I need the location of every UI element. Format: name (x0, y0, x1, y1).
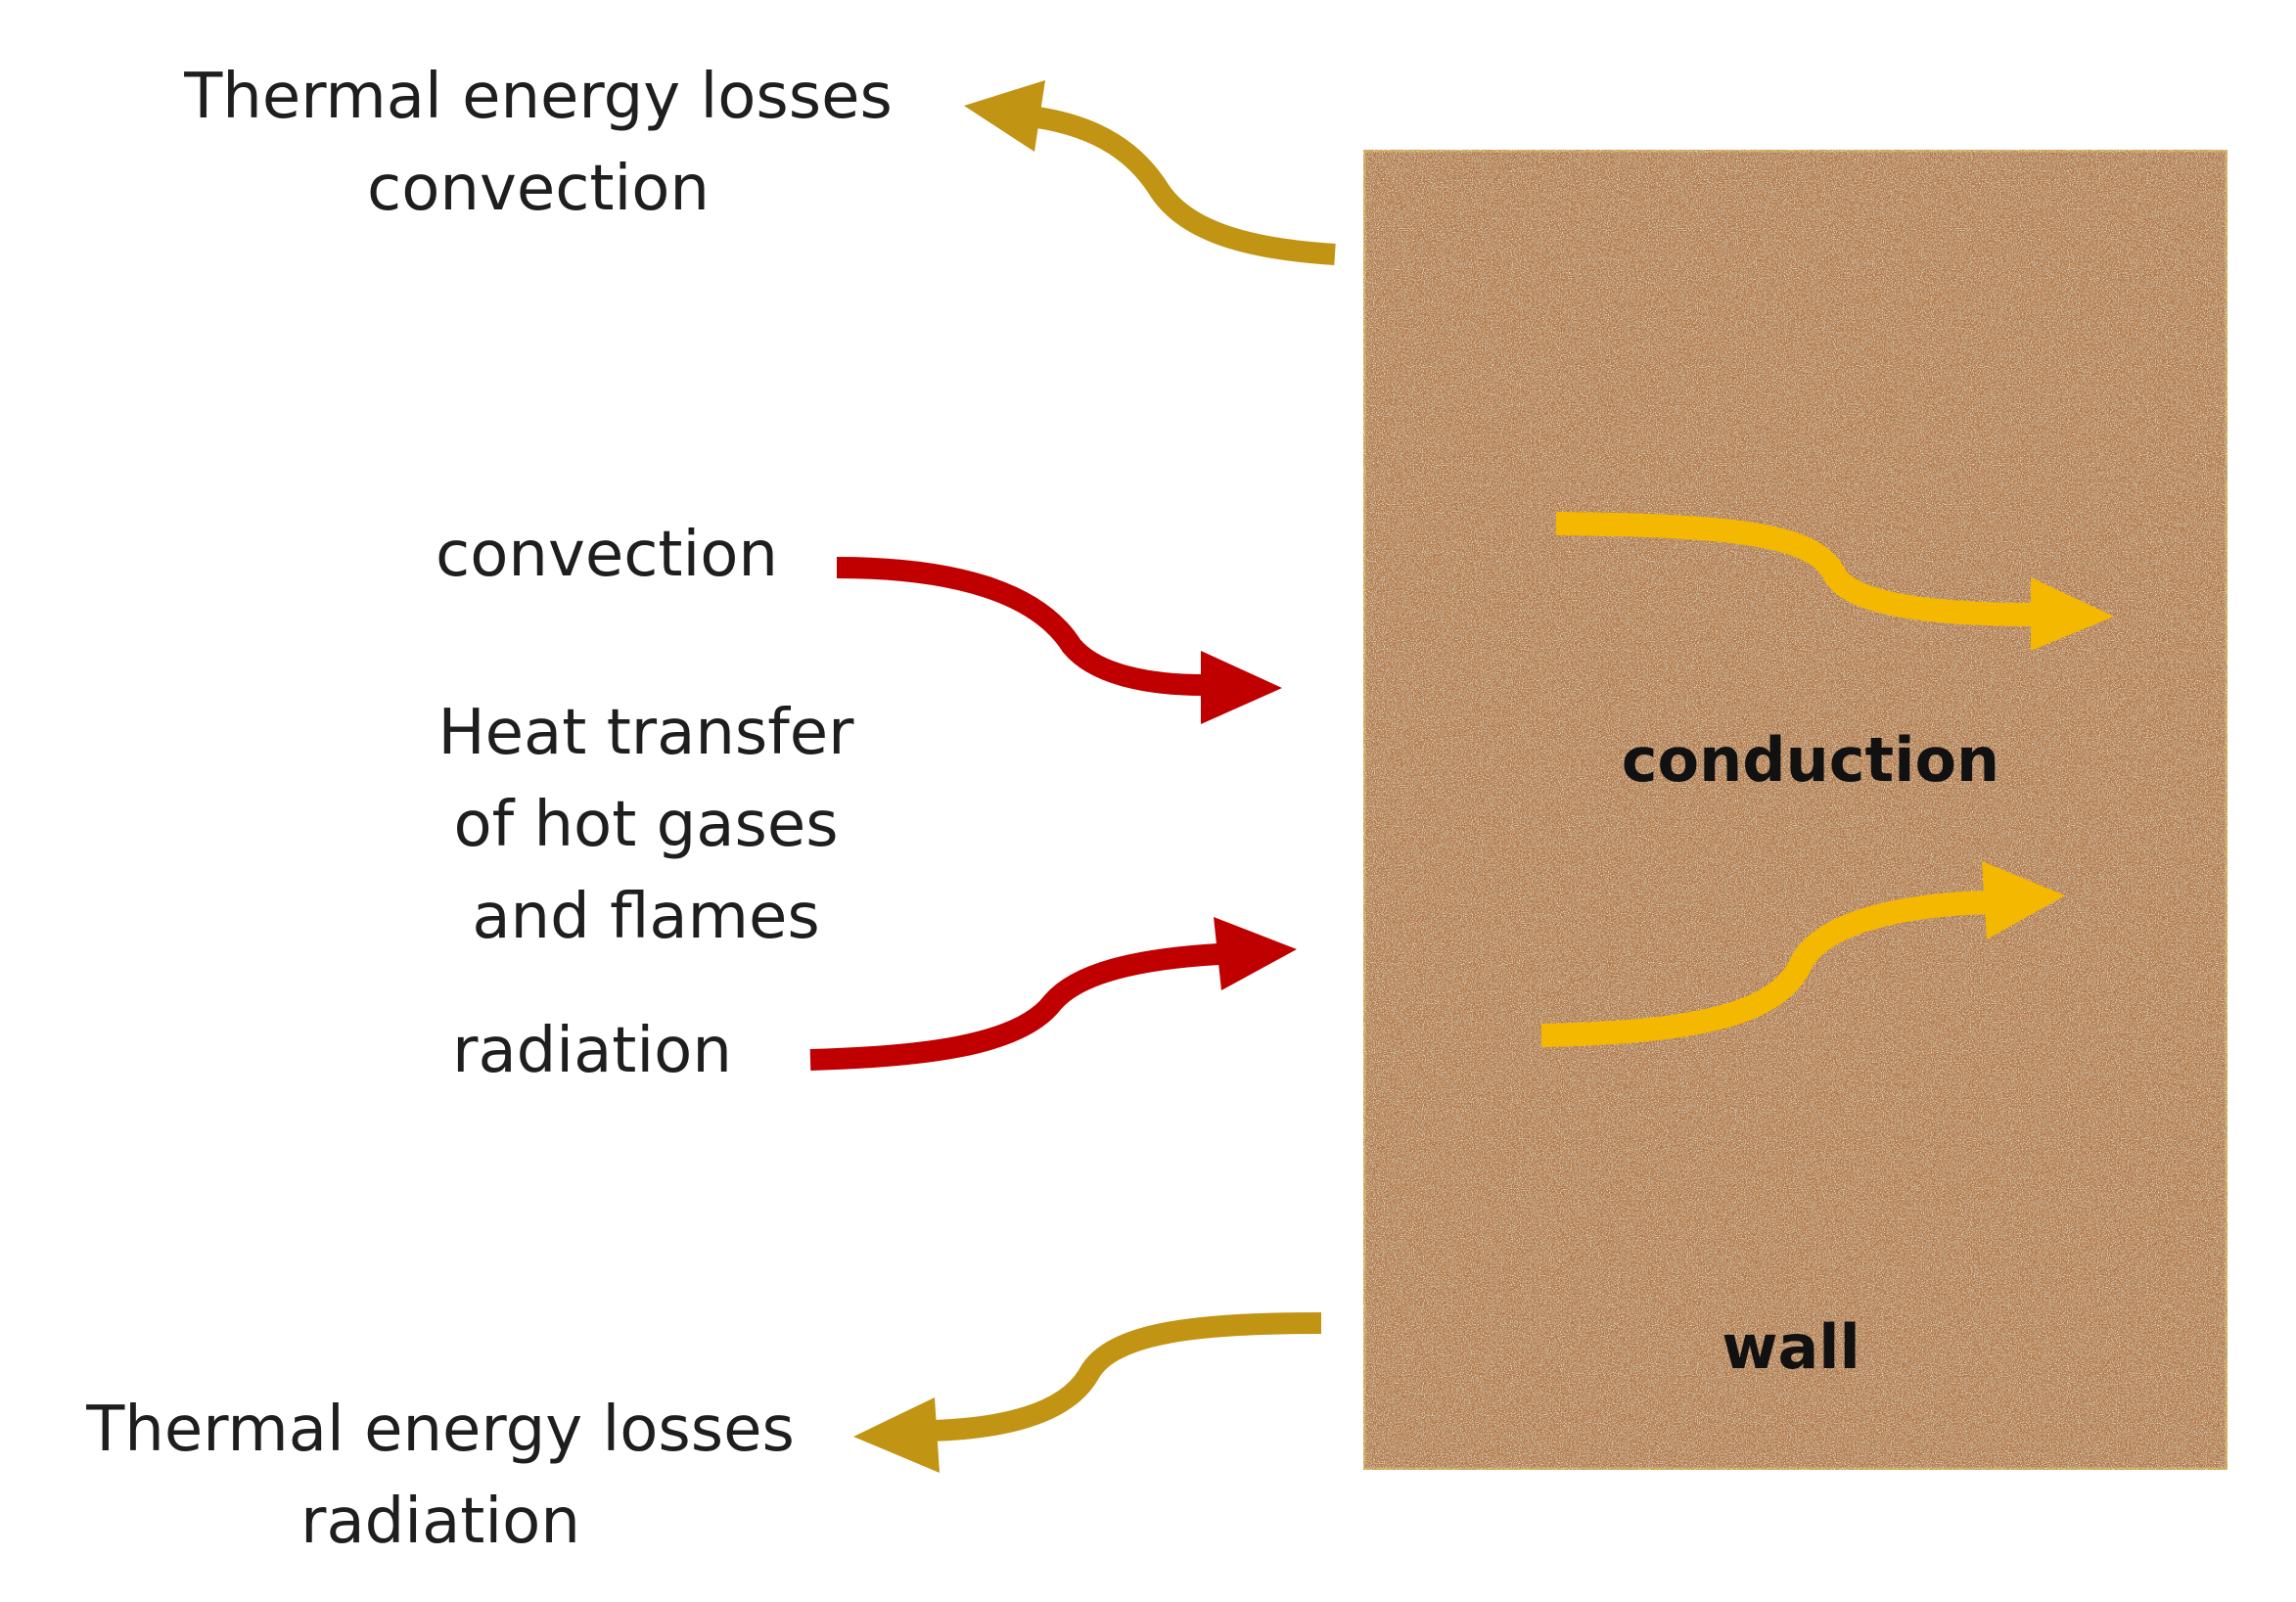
curved-arrow-right-down-icon (836, 557, 1282, 724)
curved-arrow-left-up-icon (964, 80, 1336, 265)
conduction-label: conduction (1621, 724, 2000, 796)
heat-loss-convection-label: Thermal energy losses convection (184, 61, 893, 225)
curved-arrow-right-up-icon (809, 917, 1297, 1071)
heat-transfer-label: Heat transfer of hot gases and flames (437, 697, 854, 953)
radiation-label: radiation (452, 1015, 732, 1087)
curved-arrow-left-down-icon (853, 1312, 1322, 1473)
wall-block (1360, 147, 2230, 1473)
wall-label: wall (1722, 1311, 1860, 1383)
curved-arrow-right-icon (1555, 512, 2114, 651)
curved-arrow-right-up-icon (1540, 861, 2065, 1047)
heat-loss-radiation-label: Thermal energy losses radiation (86, 1394, 795, 1558)
convection-label: convection (436, 519, 778, 591)
